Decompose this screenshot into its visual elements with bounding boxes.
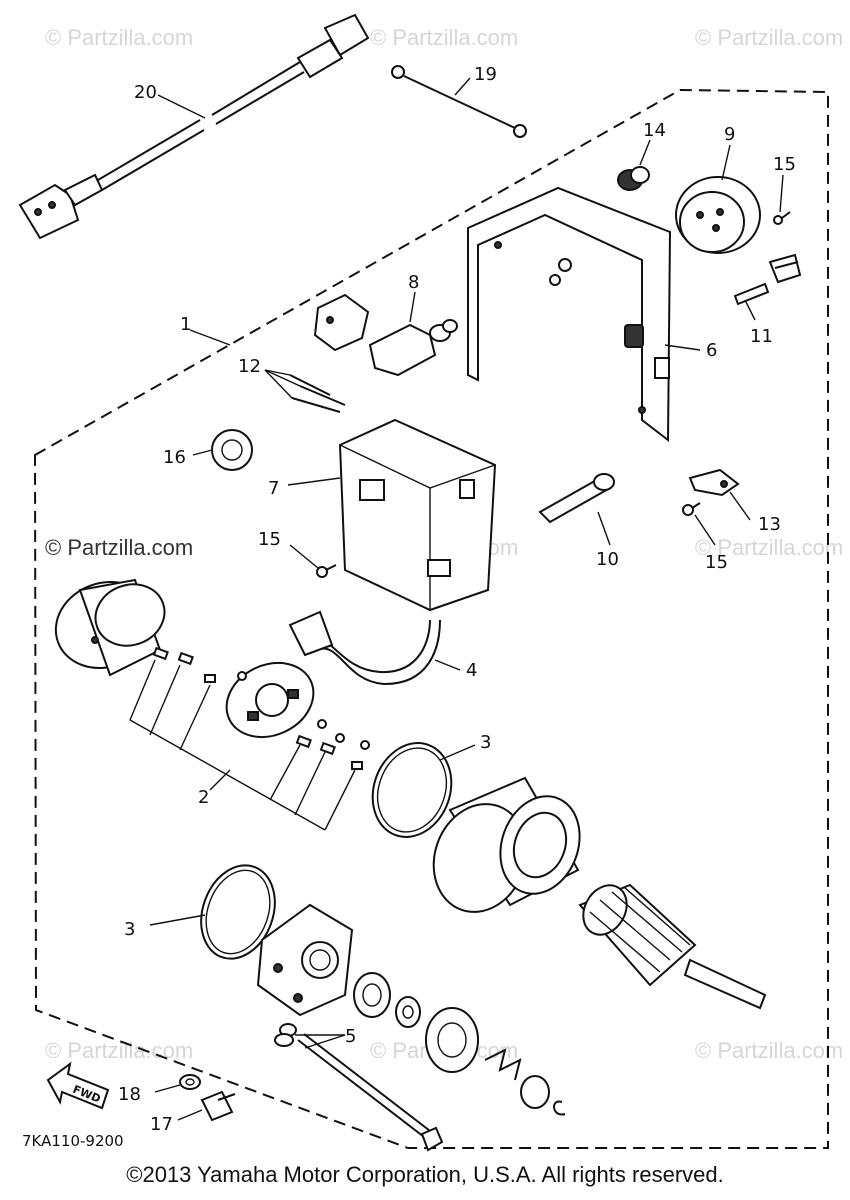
callout-10: 10 [596, 549, 619, 570]
callout-13: 13 [758, 514, 781, 535]
watermark: © Partzilla.com [695, 535, 843, 560]
callout-17: 17 [150, 1114, 173, 1135]
part-o-ring [371, 742, 453, 838]
part-pinion [425, 1007, 479, 1073]
callout-18: 18 [118, 1084, 141, 1105]
watermark-prominent: © Partzilla.com [45, 535, 193, 560]
part-shaft [538, 473, 615, 524]
part-screw [682, 502, 701, 516]
callout-7: 7 [268, 478, 279, 499]
callout-12: 12 [238, 356, 261, 377]
part-grommet [617, 166, 650, 191]
leader-lines [149, 77, 784, 1121]
callout-14: 14 [643, 120, 666, 141]
starting-motor-exploded-diagram: © Partzilla.com © Partzilla.com © Partzi… [18, 13, 843, 1152]
part-clip [688, 468, 740, 497]
callout-15b: 15 [258, 529, 281, 550]
part-washer [179, 1074, 201, 1090]
callout-2: 2 [198, 787, 209, 808]
assembly-boundary [33, 88, 829, 1149]
watermark: © Partzilla.com [45, 25, 193, 50]
part-brushes [129, 646, 363, 831]
part-bearing [353, 972, 391, 1018]
part-relay [313, 293, 458, 377]
part-brush-plate [225, 662, 315, 738]
callout-15c: 15 [705, 552, 728, 573]
callout-3b: 3 [124, 919, 135, 940]
forward-arrow-icon: FWD [46, 1061, 110, 1110]
callout-5: 5 [345, 1026, 356, 1047]
part-armature [578, 883, 767, 1010]
watermark: © Partzilla.com [45, 1038, 193, 1063]
part-yoke [432, 776, 581, 913]
part-spring [484, 1048, 522, 1081]
callout-labels: 20 19 14 9 15 11 1 8 6 12 16 7 15 10 13 … [118, 64, 796, 1135]
part-washer [274, 1033, 294, 1047]
part-cover [675, 176, 761, 254]
diagram-code: 7KA110-9200 [22, 1132, 124, 1150]
part-harness-lead [18, 13, 370, 240]
part-lock-washer [211, 429, 253, 471]
part-fitting [768, 253, 802, 284]
part-terminals [289, 374, 346, 413]
part-pin [733, 282, 770, 306]
part-washer [395, 996, 421, 1028]
callout-4: 4 [466, 660, 477, 681]
callout-19: 19 [474, 64, 497, 85]
part-box [338, 418, 497, 612]
watermark-layer: © Partzilla.com © Partzilla.com © Partzi… [45, 25, 843, 1063]
part-cable [288, 610, 441, 686]
part-bracket [467, 186, 672, 443]
callout-1: 1 [180, 314, 191, 335]
part-end-cover [54, 578, 166, 677]
watermark: © Partzilla.com [370, 25, 518, 50]
part-clip [553, 1100, 566, 1116]
part-lead-wire [391, 65, 527, 138]
callout-6: 6 [706, 340, 717, 361]
part-front-housing [256, 903, 354, 1017]
watermark: © Partzilla.com [695, 25, 843, 50]
callout-20: 20 [134, 82, 157, 103]
part-collar [520, 1075, 550, 1109]
part-o-ring [200, 864, 276, 960]
callout-3a: 3 [480, 732, 491, 753]
copyright-notice: ©2013 Yamaha Motor Corporation, U.S.A. A… [126, 1162, 724, 1187]
part-screws [237, 671, 370, 750]
callout-8: 8 [408, 272, 419, 293]
callout-9: 9 [724, 124, 735, 145]
part-bolt [200, 1090, 236, 1122]
watermark: © Partzilla.com [695, 1038, 843, 1063]
callout-15a: 15 [773, 154, 796, 175]
callout-11: 11 [750, 326, 773, 347]
part-screw [316, 564, 337, 578]
callout-16: 16 [163, 447, 186, 468]
part-screw [773, 211, 791, 225]
